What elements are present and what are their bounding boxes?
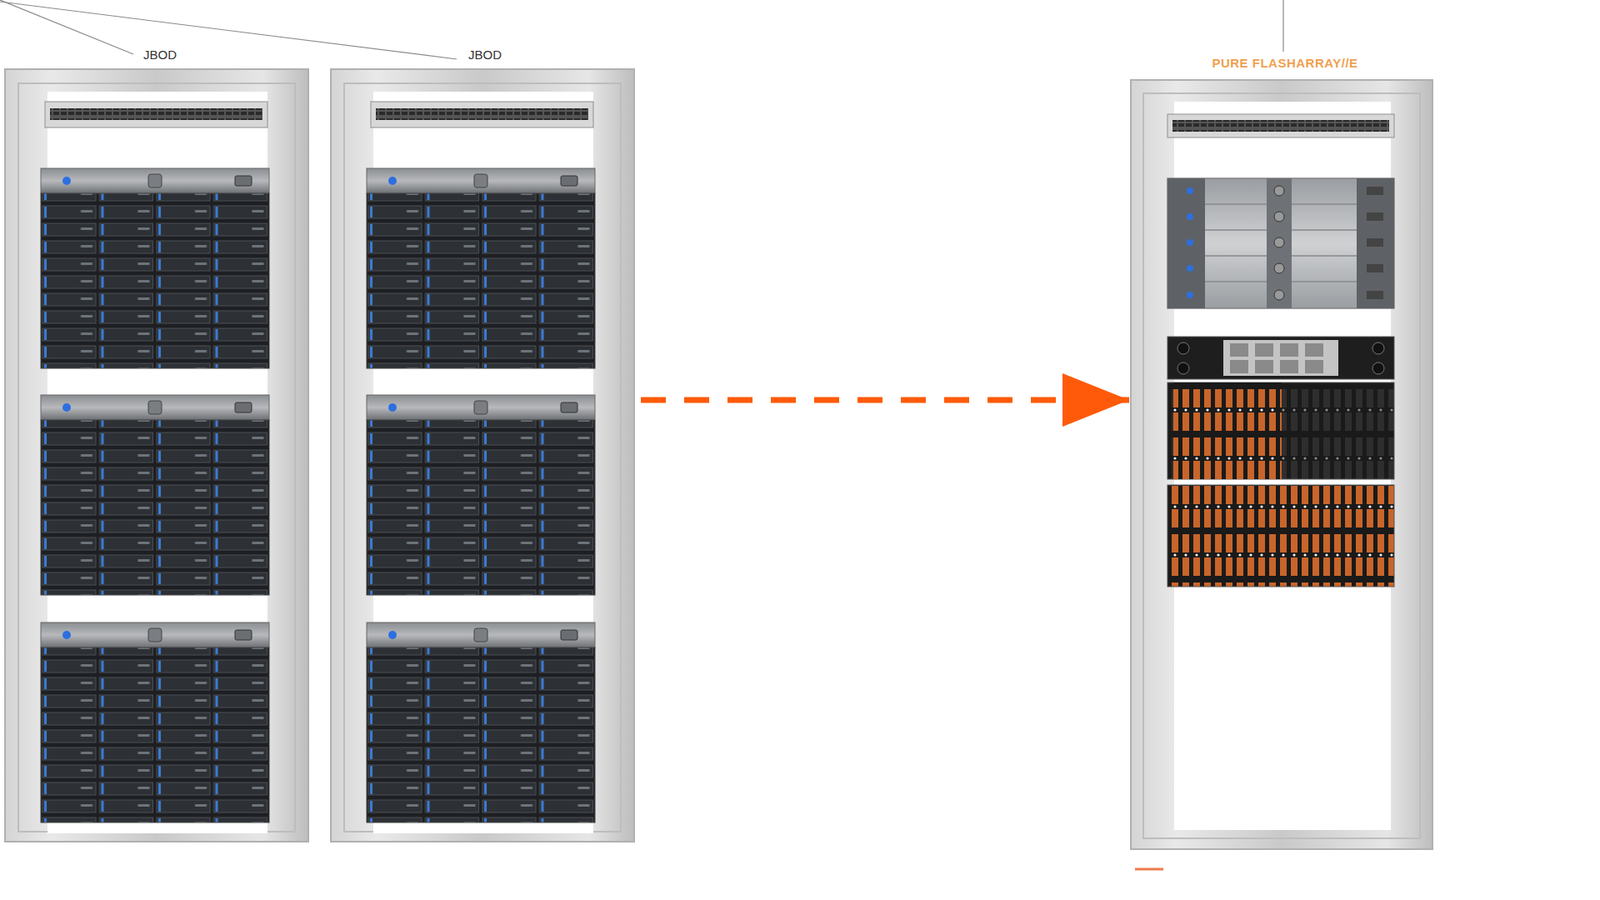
flash-array-node: PURE FLASHARRAY//E xyxy=(1130,50,1440,850)
orange-mark xyxy=(1135,868,1164,871)
jbod-rack-node: JBOD xyxy=(330,41,640,842)
rack-label: JBOD xyxy=(5,47,315,63)
jbod-rack xyxy=(5,69,309,842)
rack-label: JBOD xyxy=(330,47,640,63)
dashed-arrow xyxy=(640,397,1130,404)
flash-array-rack xyxy=(1130,80,1433,850)
jbod-rack-node: JBOD xyxy=(5,41,315,842)
leader-line xyxy=(1282,0,1284,52)
leader-line xyxy=(0,0,134,55)
rack-label: PURE FLASHARRAY//E xyxy=(1130,55,1440,71)
jbod-rack xyxy=(330,69,635,842)
leader-line xyxy=(0,1,457,60)
